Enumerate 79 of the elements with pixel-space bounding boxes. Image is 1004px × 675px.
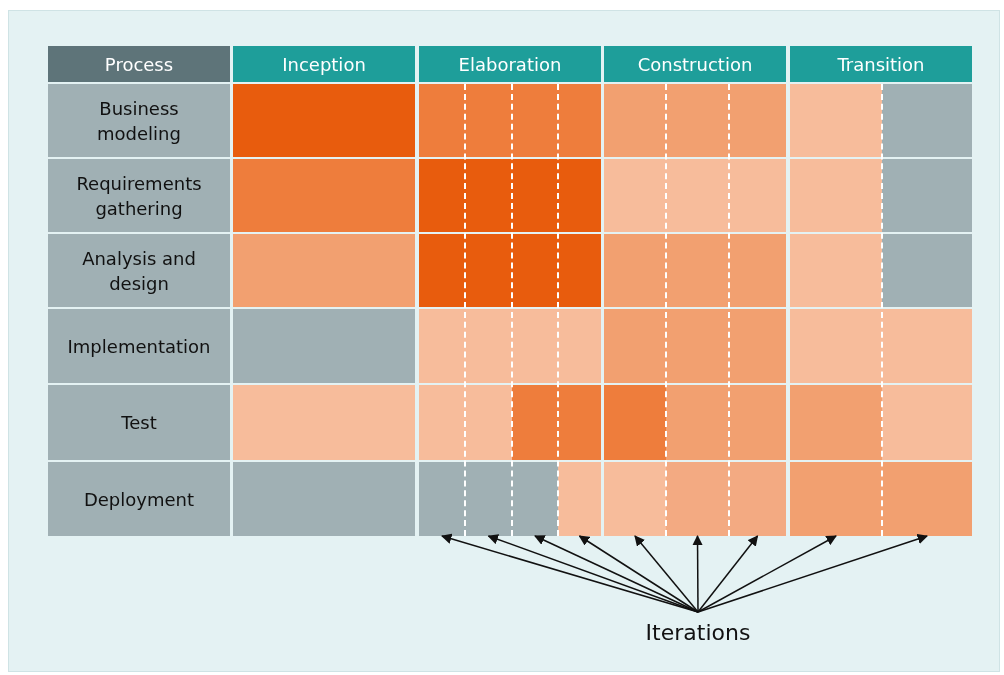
activity-block bbox=[790, 234, 882, 307]
activity-block bbox=[465, 385, 512, 460]
activity-block bbox=[790, 84, 882, 157]
activity-block bbox=[882, 159, 972, 232]
activity-block bbox=[666, 309, 729, 383]
activity-block bbox=[790, 385, 882, 460]
activity-block bbox=[233, 234, 415, 307]
activity-block bbox=[604, 159, 666, 232]
activity-block bbox=[882, 385, 972, 460]
activity-block bbox=[604, 462, 666, 536]
activity-block bbox=[558, 84, 601, 157]
activity-block bbox=[558, 159, 601, 232]
arrow bbox=[534, 535, 699, 613]
activity-block bbox=[419, 309, 465, 383]
activity-block bbox=[729, 234, 786, 307]
node-label: Iterations bbox=[628, 612, 768, 652]
activity-block bbox=[465, 309, 512, 383]
arrow bbox=[634, 535, 699, 613]
activity-block bbox=[465, 84, 512, 157]
activity-block bbox=[882, 84, 972, 157]
activity-block bbox=[233, 309, 415, 383]
activity-block bbox=[604, 234, 666, 307]
activity-block bbox=[419, 159, 465, 232]
row-header: Business modeling bbox=[48, 84, 230, 157]
activity-block bbox=[666, 462, 729, 536]
activity-block bbox=[729, 159, 786, 232]
arrow bbox=[697, 535, 759, 613]
activity-block bbox=[666, 385, 729, 460]
activity-block bbox=[604, 309, 666, 383]
activity-block bbox=[465, 462, 512, 536]
activity-block bbox=[790, 159, 882, 232]
column-header: Transition bbox=[790, 46, 972, 82]
activity-block bbox=[465, 159, 512, 232]
activity-block bbox=[419, 462, 465, 536]
activity-block bbox=[233, 385, 415, 460]
column-header: Inception bbox=[233, 46, 415, 82]
column-header: Process bbox=[48, 46, 230, 82]
activity-block bbox=[882, 462, 972, 536]
activity-block bbox=[882, 309, 972, 383]
arrow bbox=[697, 534, 928, 613]
activity-block bbox=[512, 234, 558, 307]
activity-block bbox=[729, 84, 786, 157]
activity-block bbox=[604, 84, 666, 157]
activity-block bbox=[233, 462, 415, 536]
activity-block bbox=[233, 84, 415, 157]
activity-block bbox=[558, 234, 601, 307]
row-header: Implementation bbox=[48, 309, 230, 383]
arrow bbox=[578, 535, 699, 613]
row-header: Requirements gathering bbox=[48, 159, 230, 232]
activity-block bbox=[790, 309, 882, 383]
column-header: Construction bbox=[604, 46, 786, 82]
activity-block bbox=[666, 234, 729, 307]
activity-block bbox=[465, 234, 512, 307]
activity-block bbox=[882, 234, 972, 307]
activity-block bbox=[604, 385, 666, 460]
activity-block bbox=[558, 462, 601, 536]
column-header: Elaboration bbox=[419, 46, 601, 82]
arrow bbox=[697, 535, 837, 613]
activity-block bbox=[729, 462, 786, 536]
activity-block bbox=[558, 309, 601, 383]
activity-block bbox=[666, 84, 729, 157]
activity-block bbox=[233, 159, 415, 232]
activity-block bbox=[419, 84, 465, 157]
activity-block bbox=[512, 462, 558, 536]
activity-block bbox=[666, 159, 729, 232]
activity-block bbox=[729, 309, 786, 383]
row-header: Test bbox=[48, 385, 230, 460]
activity-block bbox=[419, 234, 465, 307]
activity-block bbox=[512, 84, 558, 157]
activity-block bbox=[729, 385, 786, 460]
arrow bbox=[692, 534, 703, 613]
activity-block bbox=[558, 385, 601, 460]
activity-block bbox=[512, 159, 558, 232]
activity-block bbox=[790, 462, 882, 536]
row-header: Deployment bbox=[48, 462, 230, 536]
activity-block bbox=[512, 385, 558, 460]
activity-block bbox=[512, 309, 558, 383]
activity-block bbox=[419, 385, 465, 460]
row-header: Analysis and design bbox=[48, 234, 230, 307]
